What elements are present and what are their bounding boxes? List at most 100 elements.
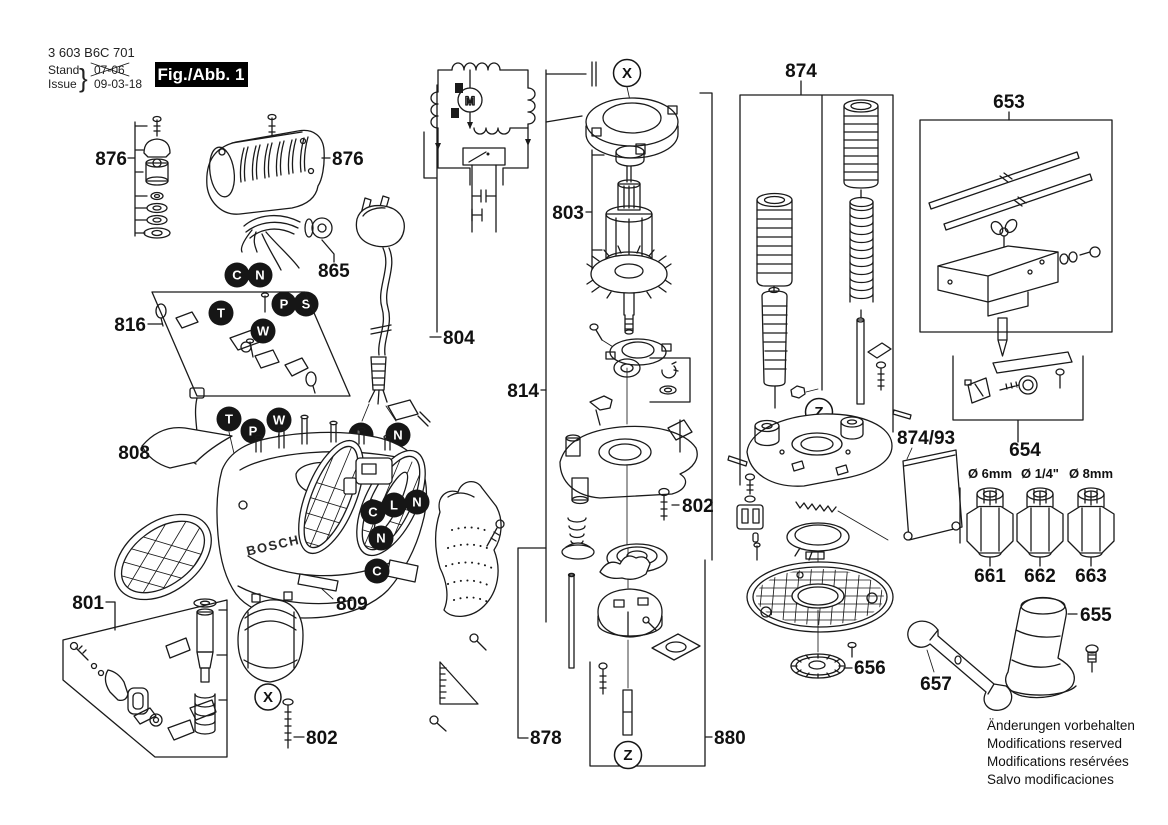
- callout-P-2: P: [240, 418, 266, 444]
- svg-text:S: S: [302, 297, 311, 312]
- note-es: Salvo modificaciones: [987, 772, 1114, 787]
- label-657: 657: [920, 674, 952, 695]
- left-handle: [108, 506, 218, 608]
- svg-text:T: T: [217, 306, 225, 321]
- label-874-93: 874/93: [897, 428, 955, 449]
- callout-W-2: W: [266, 407, 292, 433]
- issue-label: Issue: [48, 77, 77, 91]
- collet-size-661: Ø 6mm: [968, 466, 1012, 481]
- label-876-left: 876: [95, 149, 127, 170]
- label-662: 662: [1024, 566, 1056, 587]
- label-654: 654: [1009, 440, 1041, 461]
- svg-text:Z: Z: [623, 747, 632, 764]
- guide-post-assembly: [193, 598, 228, 735]
- callout-C-2: C: [360, 499, 386, 525]
- part-874-group: 874: [739, 61, 894, 486]
- label-808: 808: [118, 443, 150, 464]
- part-876-damper-kit: 876: [95, 115, 171, 239]
- part-878-handle: 878: [429, 481, 562, 749]
- label-802b: 802: [682, 496, 714, 517]
- label-880: 880: [714, 728, 746, 749]
- figure-label-box: [155, 62, 248, 87]
- callout-P-1: P: [271, 291, 297, 317]
- label-663: 663: [1075, 566, 1107, 587]
- callout-N-2: N: [385, 422, 411, 448]
- callout-C-3: C: [364, 558, 390, 584]
- svg-text:P: P: [249, 424, 258, 439]
- svg-text:N: N: [255, 268, 264, 283]
- callout-T-1: T: [208, 300, 234, 326]
- type-number: 3 603 B6C 701: [48, 45, 135, 60]
- part-808-deflector: [141, 426, 233, 469]
- label-801: 801: [72, 593, 104, 614]
- part-654-adapter: 654: [952, 351, 1084, 461]
- label-865: 865: [318, 261, 350, 282]
- svg-text:T: T: [225, 412, 233, 427]
- note-en: Modifications reserved: [987, 736, 1122, 751]
- svg-text:W: W: [257, 324, 270, 339]
- note-fr: Modifications resérvées: [987, 754, 1129, 769]
- part-804-power-cord: 804: [355, 84, 475, 405]
- callout-L-2: L: [381, 492, 407, 518]
- callout-X-1: X: [612, 58, 642, 88]
- callout-N-3: N: [404, 489, 430, 515]
- part-874-93: 874/93: [897, 428, 963, 544]
- svg-text:C: C: [368, 505, 378, 520]
- collet-662-drawing: [1016, 487, 1064, 558]
- label-809: 809: [336, 594, 368, 615]
- label-814: 814: [507, 381, 539, 402]
- footer-notes: Änderungen vorbehalten Modifications res…: [987, 718, 1135, 787]
- collet-661-drawing: [966, 487, 1014, 558]
- part-880-group: Z 880: [597, 547, 746, 770]
- collet-size-663: Ø 8mm: [1069, 466, 1113, 481]
- strikethrough-cross: [90, 62, 130, 77]
- label-661: 661: [974, 566, 1006, 587]
- svg-text:X: X: [622, 65, 632, 82]
- part-657-wrench: 657: [907, 620, 1013, 711]
- figure-label: Fig./Abb. 1: [158, 65, 245, 84]
- svg-text:N: N: [412, 495, 421, 510]
- part-809-strip: 809: [297, 573, 368, 615]
- label-655: 655: [1080, 605, 1112, 626]
- label-816: 816: [114, 315, 146, 336]
- svg-text:Z: Z: [814, 404, 823, 421]
- cord-callout-leaders: [361, 403, 397, 422]
- callout-N-1: N: [247, 262, 273, 288]
- switch-parts: [343, 399, 431, 583]
- svg-text:X: X: [263, 689, 273, 706]
- callout-Z-2: Z: [613, 740, 643, 770]
- collet-663-drawing: [1067, 487, 1115, 558]
- collet-size-662: Ø 1/4": [1021, 466, 1059, 481]
- svg-text:L: L: [390, 498, 398, 513]
- svg-text:C: C: [232, 268, 242, 283]
- wiring-schematic: M: [423, 62, 536, 233]
- label-653: 653: [993, 92, 1025, 113]
- svg-text:P: P: [280, 297, 289, 312]
- callout-C-1: C: [224, 262, 250, 288]
- label-804: 804: [443, 328, 475, 349]
- column-boundaries: [545, 69, 713, 767]
- callout-W-1: W: [250, 318, 276, 344]
- fan-baffle: X: [545, 58, 679, 159]
- label-874: 874: [785, 61, 817, 82]
- svg-text:W: W: [273, 413, 286, 428]
- part-876-motor-cover: 876: [206, 113, 364, 215]
- label-803: 803: [552, 203, 584, 224]
- part-stator: X 802: [237, 591, 338, 749]
- note-de: Änderungen vorbehalten: [987, 718, 1135, 733]
- svg-text:N: N: [393, 428, 402, 443]
- part-801-set: 801: [62, 593, 228, 758]
- label-878: 878: [530, 728, 562, 749]
- header-block: 3 603 B6C 701 Stand Issue } 07-06 09-03-…: [48, 45, 248, 93]
- label-802a: 802: [306, 728, 338, 749]
- collet-set: Ø 6mm Ø 1/4" Ø 8mm 661 662 663: [966, 466, 1115, 587]
- brace-glyph: }: [79, 63, 88, 93]
- svg-text:N: N: [376, 531, 385, 546]
- callout-X-2: X: [254, 683, 282, 711]
- part-865-cable-set: 865: [240, 215, 350, 282]
- part-814-group: 814 802: [507, 323, 714, 669]
- svg-text:C: C: [372, 564, 382, 579]
- label-656: 656: [854, 658, 886, 679]
- part-655-extractor: 655: [1005, 596, 1112, 699]
